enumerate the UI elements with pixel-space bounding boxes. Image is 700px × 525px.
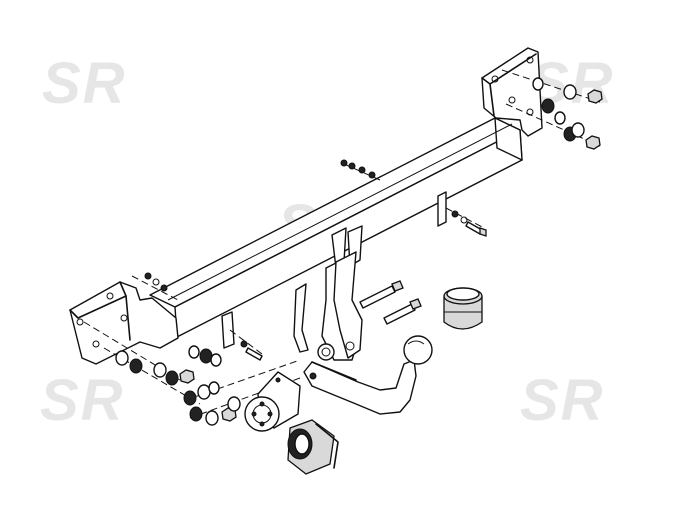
bolt-icon: [383, 303, 416, 325]
washer-icon: [129, 358, 143, 374]
watermark-group: SR SR SR SR SR: [40, 51, 613, 433]
washer-icon: [571, 122, 585, 138]
washer-icon: [199, 348, 213, 364]
nut-icon: [179, 369, 195, 384]
washer-icon: [210, 353, 222, 367]
socket-plate-icon: [244, 371, 301, 432]
bolt-icon: [451, 210, 487, 237]
nut-icon: [585, 135, 601, 150]
watermark-bottom-right: SR: [520, 368, 605, 433]
washer-icon: [189, 406, 203, 422]
washer-icon: [563, 84, 577, 100]
washer-icon: [541, 98, 555, 114]
tow-ball-icon: [303, 335, 433, 415]
nut-icon: [587, 89, 603, 104]
washer-icon: [205, 410, 219, 426]
electrical-socket-icon: [287, 419, 339, 475]
washer-icon: [165, 370, 179, 386]
center-top-hardware: [340, 159, 376, 179]
washer-icon: [227, 396, 241, 412]
watermark-top-left: SR: [42, 51, 127, 116]
washer-icon: [554, 111, 566, 125]
washer-icon: [197, 384, 211, 400]
washer-icon: [532, 77, 544, 91]
left-bottom-hardware: [115, 340, 263, 426]
ball-cover-icon: [443, 287, 483, 330]
washer-icon: [153, 362, 167, 378]
washer-icon: [183, 390, 197, 406]
tow-bar-frame-icon: [69, 47, 543, 365]
long-bolts: [359, 280, 422, 325]
washer-icon: [188, 345, 200, 359]
right-hardware-group: [532, 77, 603, 150]
left-top-hardware: [144, 272, 168, 292]
watermark-bottom-left: SR: [40, 368, 125, 433]
washer-icon: [115, 350, 129, 366]
bolt-icon: [359, 285, 396, 309]
washer-icon: [208, 381, 220, 395]
